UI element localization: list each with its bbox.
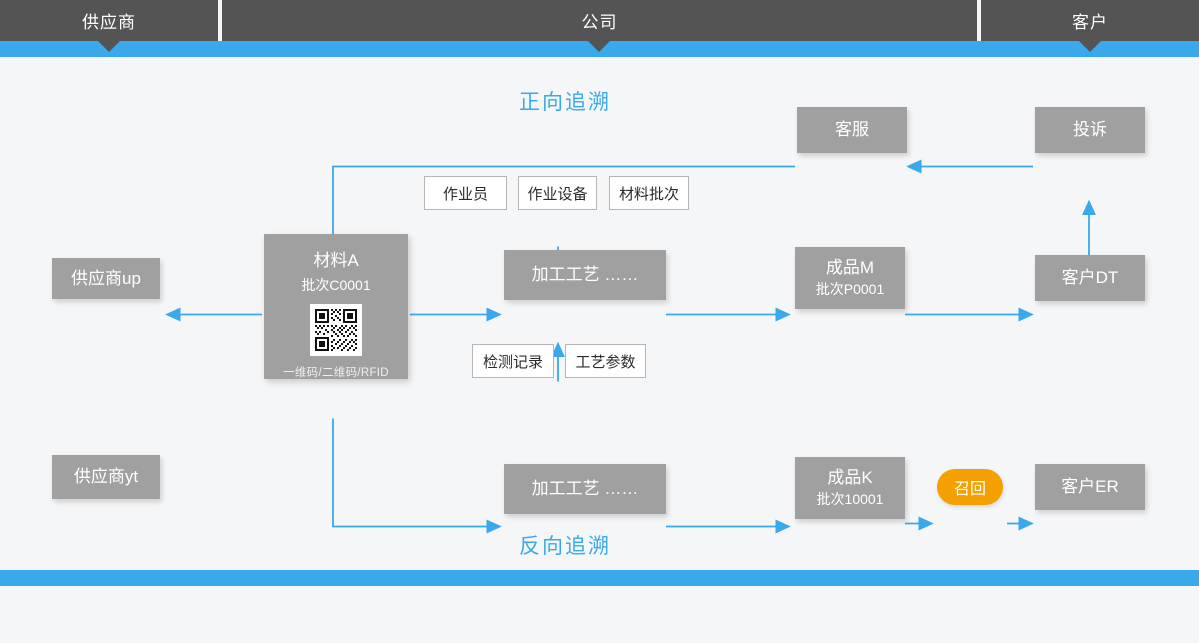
node-complaint[interactable]: 投诉: [1035, 107, 1145, 153]
caption-forward-trace: 正向追溯: [519, 91, 611, 114]
node-supplier-up-label: 供应商up: [71, 268, 141, 288]
header-bar: 供应商 公司 客户: [0, 0, 1199, 41]
node-supplier-yt-label: 供应商yt: [73, 467, 139, 487]
attr-material-batch[interactable]: 材料批次: [609, 176, 689, 210]
node-complaint-label: 投诉: [1073, 120, 1107, 140]
node-product-m[interactable]: 成品M 批次P0001: [795, 247, 905, 309]
node-customer-service[interactable]: 客服: [797, 107, 907, 153]
attr-operator-label: 作业员: [442, 185, 488, 203]
qr-code-icon: [310, 304, 362, 356]
attr-process-parameters[interactable]: 工艺参数: [565, 344, 646, 378]
header-segment-customer-label: 客户: [1072, 13, 1108, 32]
attr-equipment[interactable]: 作业设备: [518, 176, 597, 210]
header-notch-customer: [1079, 41, 1101, 52]
node-material-a-code-types: 一维码/二维码/RFID: [283, 367, 389, 379]
bottom-blue-band: [0, 570, 1199, 586]
attr-operator[interactable]: 作业员: [424, 176, 507, 210]
node-customer-er-label: 客户ER: [1061, 477, 1119, 497]
node-product-k-title: 成品K: [827, 468, 873, 488]
node-material-a-title: 材料A: [313, 251, 359, 270]
node-process-bottom-label: 加工工艺 ……: [531, 479, 639, 499]
header-notch-company: [588, 41, 610, 52]
header-segment-customer[interactable]: 客户: [981, 0, 1199, 41]
node-customer-dt[interactable]: 客户DT: [1035, 255, 1145, 301]
attr-process-parameters-label: 工艺参数: [575, 353, 636, 371]
header-segment-company-label: 公司: [581, 13, 618, 32]
node-customer-service-label: 客服: [835, 120, 869, 140]
node-customer-dt-label: 客户DT: [1061, 268, 1119, 288]
node-supplier-up[interactable]: 供应商up: [52, 258, 160, 299]
caption-backward-trace: 反向追溯: [519, 535, 611, 558]
header-segment-company[interactable]: 公司: [222, 0, 977, 41]
attr-inspection-record-label: 检测记录: [482, 353, 543, 371]
header-segment-supplier-label: 供应商: [82, 13, 136, 32]
header-notch-supplier: [98, 41, 120, 52]
header-segment-supplier[interactable]: 供应商: [0, 0, 218, 41]
node-process-top-label: 加工工艺 ……: [531, 265, 639, 285]
node-supplier-yt[interactable]: 供应商yt: [52, 455, 160, 499]
attr-equipment-label: 作业设备: [527, 185, 588, 203]
node-process-bottom[interactable]: 加工工艺 ……: [504, 464, 666, 514]
node-recall-button[interactable]: 召回: [937, 469, 1003, 505]
attr-inspection-record[interactable]: 检测记录: [472, 344, 554, 378]
node-product-m-batch: 批次P0001: [815, 281, 885, 298]
node-recall-label: 召回: [953, 481, 986, 498]
diagram-canvas: 正向追溯 反向追溯 供应商up 供应商yt 材料A 批次C0001: [0, 57, 1199, 570]
node-material-a[interactable]: 材料A 批次C0001: [264, 234, 408, 379]
attr-material-batch-label: 材料批次: [618, 185, 679, 203]
node-customer-er[interactable]: 客户ER: [1035, 464, 1145, 510]
node-process-top[interactable]: 加工工艺 ……: [504, 250, 666, 300]
node-product-k-batch: 批次10001: [816, 491, 884, 508]
node-product-m-title: 成品M: [825, 258, 875, 278]
node-product-k[interactable]: 成品K 批次10001: [795, 457, 905, 519]
traceability-diagram: 供应商 公司 客户: [0, 0, 1199, 586]
node-material-a-batch: 批次C0001: [301, 277, 371, 293]
